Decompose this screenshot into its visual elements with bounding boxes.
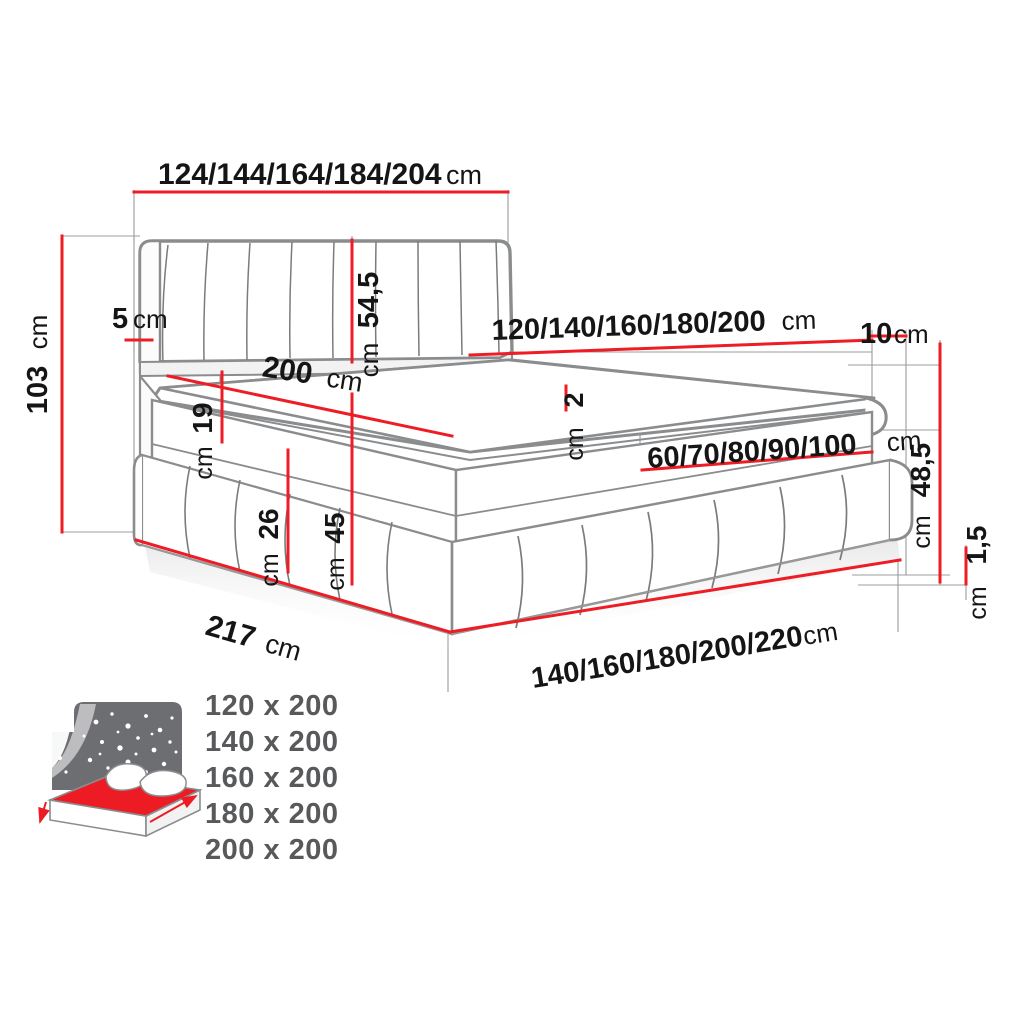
label-base-side-height-unit: cm: [908, 515, 936, 548]
label-topper-thickness-value: 2: [559, 392, 589, 407]
bed-base: [132, 372, 914, 636]
label-bed-length-unit: cm: [262, 628, 305, 667]
label-headboard-panel-height-value: 54,5: [353, 272, 385, 328]
dim-mattress-width-line: [468, 338, 874, 357]
label-headboard-width-unit: cm: [446, 160, 482, 190]
label-base-total-height: 45 cm: [319, 512, 350, 590]
label-headboard-panel-height-unit: cm: [354, 343, 384, 378]
label-base-roll-height-value: 26: [253, 508, 284, 539]
label-bed-width: 140/160/180/200/220 cm: [529, 616, 840, 695]
label-headboard-thickness-unit: cm: [133, 304, 168, 334]
label-mattress-length: 200 cm: [260, 350, 365, 398]
label-topper-thickness: 2 cm: [559, 392, 589, 460]
dim-mattress-length-line: [166, 374, 454, 438]
dim-bed-width-line: [448, 558, 902, 634]
mattress-top: [150, 358, 888, 462]
size-option-row: 120 x 200: [205, 690, 339, 722]
size-option-row: 200 x 200: [205, 834, 339, 866]
label-headboard-panel-height: 54,5 cm: [353, 272, 385, 378]
label-total-height: 103 cm: [22, 315, 54, 415]
label-side-overhang-value: 10: [860, 318, 892, 350]
label-bed-width-value: 140/160/180/200/220: [529, 620, 805, 694]
label-side-overhang: 10 cm: [860, 318, 929, 350]
label-mattress-length-value: 200: [260, 350, 315, 390]
label-side-overhang-unit: cm: [894, 319, 929, 349]
dimension-lines-red: [60, 190, 968, 634]
label-bed-length-value: 217: [202, 609, 259, 655]
bed-shadow: [140, 520, 900, 650]
label-mattress-width-value: 120/140/160/180/200: [491, 305, 766, 347]
dim-inner-width-line: [640, 450, 874, 472]
label-bed-width-unit: cm: [801, 616, 840, 651]
label-base-side-height-value: 48,5: [905, 443, 936, 498]
label-topper-thickness-unit: cm: [561, 427, 589, 460]
bed-with-starry-night-icon: [38, 702, 203, 838]
label-total-height-unit: cm: [23, 315, 53, 350]
label-base-side-height: 48,5 cm: [905, 443, 936, 549]
label-base-top-height-value: 19: [187, 402, 218, 433]
label-bed-length: 217 cm: [202, 609, 305, 667]
label-mattress-width: 120/140/160/180/200 cm: [491, 305, 817, 347]
label-inner-width-unit: cm: [886, 425, 923, 457]
label-mattress-length-unit: cm: [325, 363, 365, 398]
size-options-list: 120 x 200 140 x 200 160 x 200 180 x 200 …: [205, 688, 625, 868]
label-base-top-height: 19 cm: [187, 402, 218, 479]
label-base-roll-height-unit: cm: [256, 553, 284, 586]
label-mattress-width-unit: cm: [781, 305, 817, 336]
label-base-top-height-unit: cm: [190, 446, 218, 479]
label-foot-clearance-unit: cm: [964, 586, 992, 619]
label-base-total-height-unit: cm: [322, 557, 350, 590]
size-option-row: 140 x 200: [205, 726, 339, 758]
label-base-roll-height: 26 cm: [253, 508, 284, 586]
label-headboard-thickness-value: 5: [112, 303, 128, 335]
label-headboard-width: 124/144/164/184/204 cm: [158, 158, 482, 191]
label-total-height-value: 103: [22, 366, 54, 414]
label-foot-clearance-value: 1,5: [961, 526, 992, 565]
label-foot-clearance: 1,5 cm: [961, 526, 992, 620]
size-option-row: 180 x 200: [205, 798, 339, 830]
dim-bed-length-line: [134, 538, 452, 634]
headboard: [138, 239, 514, 378]
label-base-total-height-value: 45: [319, 512, 350, 543]
size-option-row: 160 x 200: [205, 762, 339, 794]
label-headboard-width-value: 124/144/164/184/204: [158, 158, 442, 191]
label-headboard-thickness: 5 cm: [112, 303, 168, 335]
